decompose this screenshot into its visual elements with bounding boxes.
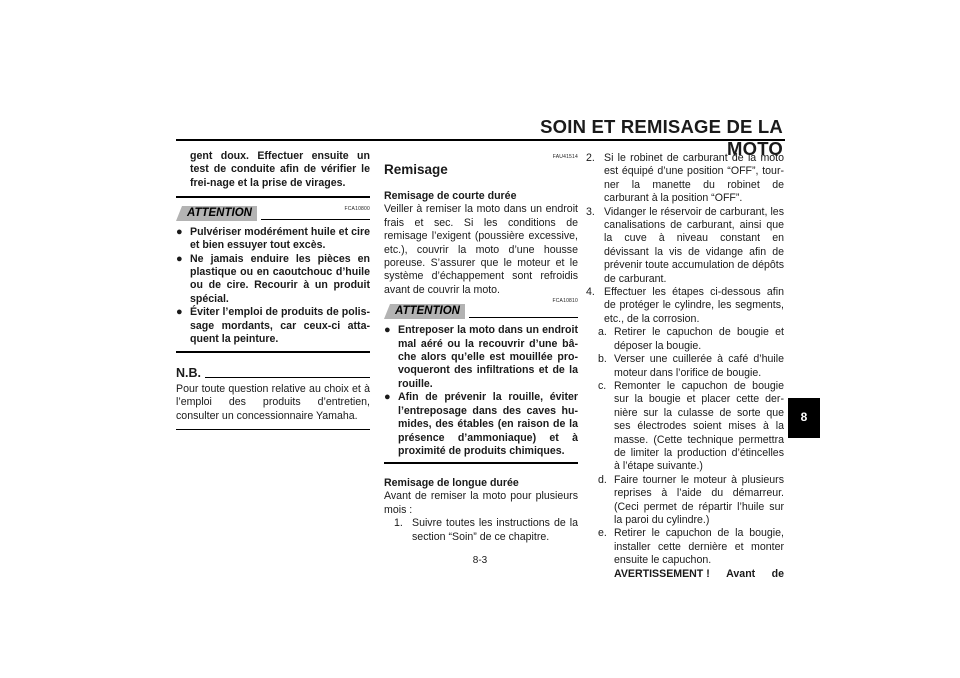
- page-number: 8-3: [472, 555, 488, 566]
- subheading: Remisage de longue durée: [384, 476, 519, 489]
- column-3: 2. Si le robinet de carburant de la moto…: [586, 152, 784, 581]
- paragraph: Veiller à remiser la moto dans un endroi…: [384, 203, 578, 296]
- list-item: 3. Vidanger le réservoir de carburant, l…: [586, 205, 784, 285]
- list-item: b. Verser une cuillerée à café d’huile m…: [598, 353, 784, 379]
- warning-continuation: AVERTISSEMENT ! Avant de: [614, 567, 784, 580]
- attention-header: ATTENTION: [384, 303, 578, 320]
- attention-badge: ATTENTION: [384, 304, 465, 320]
- list-item: e. Retirer le capuchon de la bougie, ins…: [598, 527, 784, 580]
- bullet-icon: ●: [176, 306, 183, 319]
- attention-rule: [468, 316, 578, 319]
- bullet-icon: ●: [384, 391, 391, 404]
- list-item: d. Faire tourner le moteur à plusieurs r…: [598, 473, 784, 526]
- paragraph: Avant de remiser la moto pour plusieurs …: [384, 490, 578, 516]
- note-header: N.B.: [176, 365, 370, 380]
- reference-code: FAU41514: [552, 154, 578, 160]
- note-label: N.B.: [176, 366, 201, 381]
- list-item: 4. Effectuer les étapes ci-dessous afin …: [586, 286, 784, 325]
- list-item: 2. Si le robinet de carburant de la moto…: [586, 152, 784, 205]
- divider: [384, 462, 578, 464]
- divider: [176, 429, 370, 431]
- column-1: gent doux. Effectuer ensuite un test de …: [176, 150, 370, 431]
- page-title: SOIN ET REMISAGE DE LA MOTO: [540, 116, 783, 159]
- list-item: ● Afin de prévenir la rouille, éviter l’…: [384, 391, 578, 457]
- list-item: 1. Suivre toutes les instructions de la …: [394, 517, 578, 543]
- attention-header: ATTENTION: [176, 205, 370, 221]
- list-item: ● Ne jamais enduire les pièces en plasti…: [176, 252, 370, 305]
- bullet-icon: ●: [384, 324, 391, 337]
- intro-text: gent doux. Effectuer ensuite un test de …: [190, 150, 370, 189]
- list-item: ● Éviter l’emploi de produits de polis-s…: [176, 306, 370, 346]
- chapter-tab: 8: [788, 398, 820, 438]
- list-item: ● Pulvériser modérément huile et cire et…: [176, 225, 370, 252]
- divider: [176, 196, 370, 198]
- section-title: Remisage: [384, 162, 448, 177]
- list-item: ● Entreposer la moto dans un endroit mal…: [384, 324, 578, 390]
- reference-code: FCA10800: [344, 205, 370, 212]
- attention-rule: [260, 218, 370, 220]
- note-text: Pour toute question relative au choix et…: [176, 383, 370, 422]
- bullet-icon: ●: [176, 252, 183, 265]
- list-item: a. Retirer le capuchon de bougie et dépo…: [598, 326, 784, 352]
- header-rule: [176, 139, 785, 141]
- attention-badge: ATTENTION: [176, 205, 257, 221]
- reference-code: FCA10810: [552, 298, 578, 305]
- subheading: Remisage de courte durée: [384, 190, 517, 202]
- list-item: c. Remonter le capuchon de bougie sur la…: [598, 379, 784, 473]
- note-rule: [205, 376, 370, 379]
- bullet-icon: ●: [176, 225, 183, 238]
- divider: [176, 351, 370, 354]
- column-2: FAU41514 Remisage Remisage de courte dur…: [384, 154, 578, 544]
